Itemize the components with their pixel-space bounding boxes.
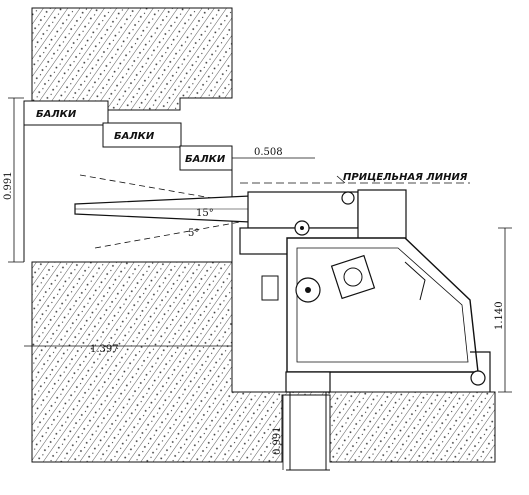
elevation-angle-label: 15°: [196, 208, 214, 219]
handle: [404, 261, 426, 301]
pedestal-well: [286, 392, 330, 471]
masonry-lower-wall: [31, 261, 496, 463]
dim-axis-height: [498, 227, 512, 393]
dim-beam-offset-value: 0.508: [254, 147, 283, 158]
sight-eyepiece: [341, 191, 355, 205]
pedestal-base: [285, 371, 331, 393]
dim-pedestal-depth-value: 0.991: [272, 426, 283, 455]
masonry-upper-wall: [31, 7, 233, 111]
dim-embrasure-height-value: 0.991: [3, 171, 14, 200]
beam-label-2: БАЛКИ: [114, 131, 155, 142]
shoulder-rest: [261, 275, 279, 301]
beam-box-1: [23, 100, 109, 126]
beam-label-1: БАЛКИ: [36, 109, 77, 120]
depression-angle-label: 5°: [188, 228, 199, 239]
sight-line-leader: [336, 175, 346, 184]
dim-axis-height-value: 1.140: [494, 301, 505, 330]
dim-embrasure-height: [8, 97, 24, 263]
beam-box-2: [102, 122, 182, 148]
rear-wheel: [470, 370, 486, 386]
dim-wall-thickness-value: 1.397: [90, 344, 119, 355]
sight-line-label: ПРИЦЕЛЬНАЯ ЛИНИЯ: [343, 172, 468, 183]
rear-support: [470, 351, 491, 392]
beam-box-3: [179, 145, 233, 171]
gun-carriage: [286, 237, 479, 373]
beam-label-3: БАЛКИ: [185, 154, 226, 165]
